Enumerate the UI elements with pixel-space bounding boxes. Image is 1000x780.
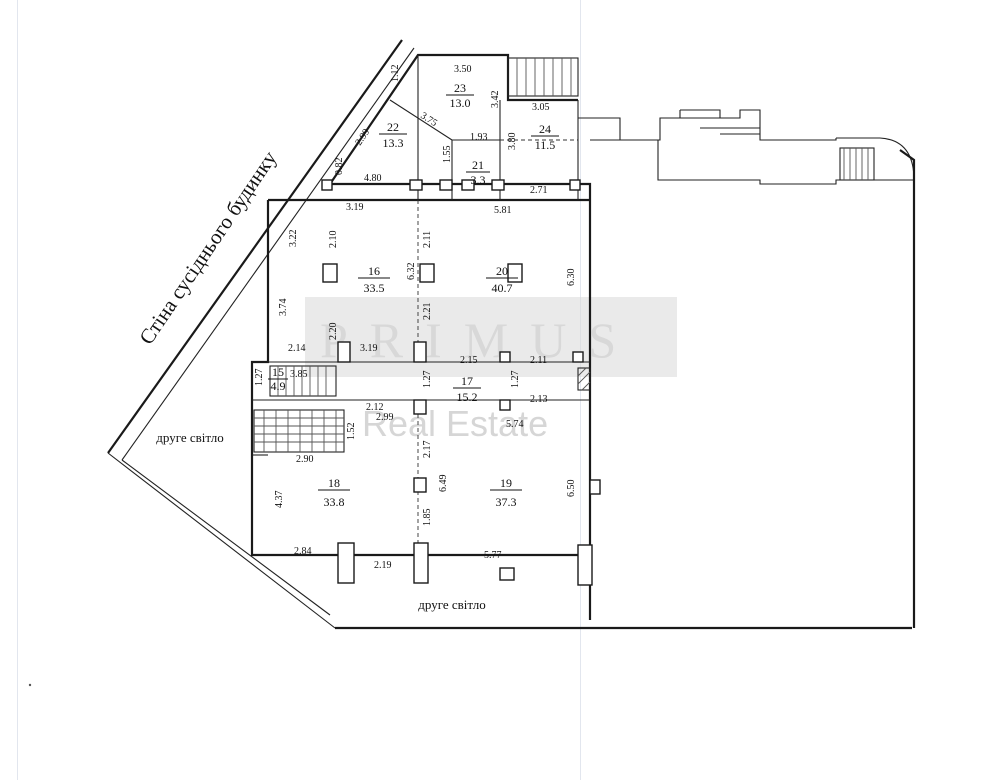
- room-area: 33.8: [324, 495, 345, 509]
- stair-lower: [253, 409, 345, 453]
- second-light-label-left: друге світло: [156, 430, 224, 445]
- dimension-label: 2.13: [530, 394, 548, 405]
- room-20: 20 40.7: [486, 264, 518, 295]
- dimension-label: 3.85: [290, 369, 308, 380]
- dimension-label: 0.82: [334, 158, 345, 176]
- room-18: 18 33.8: [318, 476, 350, 509]
- dimension-label: 3.19: [360, 343, 378, 354]
- room-area: 4.9: [271, 379, 286, 393]
- dimension-label: 5.77: [484, 550, 502, 561]
- dimension-label: 2.11: [422, 231, 433, 248]
- second-light-label-bottom: друге світло: [418, 597, 486, 612]
- dimension-label: 3.75: [418, 110, 439, 129]
- room-22: 22 13.3: [379, 120, 407, 150]
- dimension-label: 1.52: [346, 423, 357, 441]
- dimension-label: 6.50: [566, 480, 577, 498]
- annex: [578, 109, 916, 630]
- dimension-label: 4.37: [274, 491, 285, 509]
- dimension-label: 1.27: [510, 371, 521, 389]
- room-area: 3.3: [471, 173, 486, 187]
- watermark-logo: PRIMUS: [320, 312, 638, 368]
- dimension-label: 1.27: [422, 371, 433, 389]
- dimension-label: 4.80: [364, 173, 382, 184]
- room-21: 21 3.3: [466, 158, 490, 187]
- room-16: 16 33.5: [358, 264, 390, 295]
- scan-fold-left: [17, 0, 18, 780]
- room-number: 19: [500, 476, 512, 490]
- pillars: [321, 179, 601, 586]
- stair-top: [507, 57, 579, 97]
- room-17: 17 15.2: [453, 374, 481, 404]
- neighbor-wall-label: Стіна сусіднього будинку: [134, 146, 282, 349]
- dimension-label: 6.30: [566, 269, 577, 287]
- dimension-label: 2.71: [530, 185, 548, 196]
- dimension-label: 2.21: [422, 303, 433, 321]
- room-area: 13.0: [450, 96, 471, 110]
- dimension-label: 6.32: [406, 263, 417, 281]
- room-number: 15: [272, 365, 284, 379]
- stair-middle: [269, 365, 337, 397]
- dimension-label: 3.50: [454, 64, 472, 75]
- dimension-label: 3.80: [507, 133, 518, 151]
- room-number: 21: [472, 158, 484, 172]
- dimension-label: 2.84: [294, 546, 312, 557]
- dimension-label: 5.74: [506, 419, 524, 430]
- room-24: 24 11.5: [531, 122, 559, 152]
- dimension-label: 1.27: [254, 369, 265, 387]
- room-15: 15 4.9: [268, 365, 288, 393]
- room-number: 16: [368, 264, 380, 278]
- dimension-label: 3.22: [288, 230, 299, 248]
- dimension-label: 2.99: [376, 412, 394, 423]
- dimension-label: 3.05: [532, 102, 550, 113]
- watermark: PRIMUS Real Estate: [305, 297, 677, 444]
- room-19: 19 37.3: [490, 476, 522, 509]
- dimension-label: 1.55: [442, 146, 453, 164]
- shaft: [577, 367, 591, 391]
- room-area: 11.5: [535, 138, 556, 152]
- dimension-label: 2.14: [288, 343, 306, 354]
- dimension-label: 5.81: [494, 205, 512, 216]
- room-number: 17: [461, 374, 473, 388]
- dimension-label: 3.42: [490, 91, 501, 109]
- watermark-subtitle: Real Estate: [362, 403, 548, 444]
- dimension-label: 2.17: [422, 441, 433, 459]
- dimension-label: 1.12: [390, 65, 401, 83]
- dimension-label: 2.15: [460, 355, 478, 366]
- room-number: 23: [454, 81, 466, 95]
- room-area: 33.5: [364, 281, 385, 295]
- room-number: 20: [496, 264, 508, 278]
- room-number: 18: [328, 476, 340, 490]
- watermark-box: [305, 297, 677, 377]
- dimension-label: 2.12: [366, 402, 384, 413]
- dimension-label: 1.93: [470, 132, 488, 143]
- dimension-label: 6.49: [438, 475, 449, 493]
- dimension-label: 2.19: [374, 560, 392, 571]
- room-23: 23 13.0: [446, 81, 474, 110]
- room-number: 24: [539, 122, 551, 136]
- dimension-label: 2.10: [328, 231, 339, 249]
- room-number: 22: [387, 120, 399, 134]
- dimension-label: 2.90: [296, 454, 314, 465]
- dimension-label: 3.19: [346, 202, 364, 213]
- room-area: 13.3: [383, 136, 404, 150]
- dimension-label: 3.74: [278, 299, 289, 317]
- dimension-label: 2.20: [328, 323, 339, 341]
- dimension-label: 2.11: [530, 355, 547, 366]
- room-area: 37.3: [496, 495, 517, 509]
- scan-speck: [28, 683, 32, 687]
- room-area: 15.2: [457, 390, 478, 404]
- dimension-label: 1.85: [422, 509, 433, 527]
- room-area: 40.7: [492, 281, 513, 295]
